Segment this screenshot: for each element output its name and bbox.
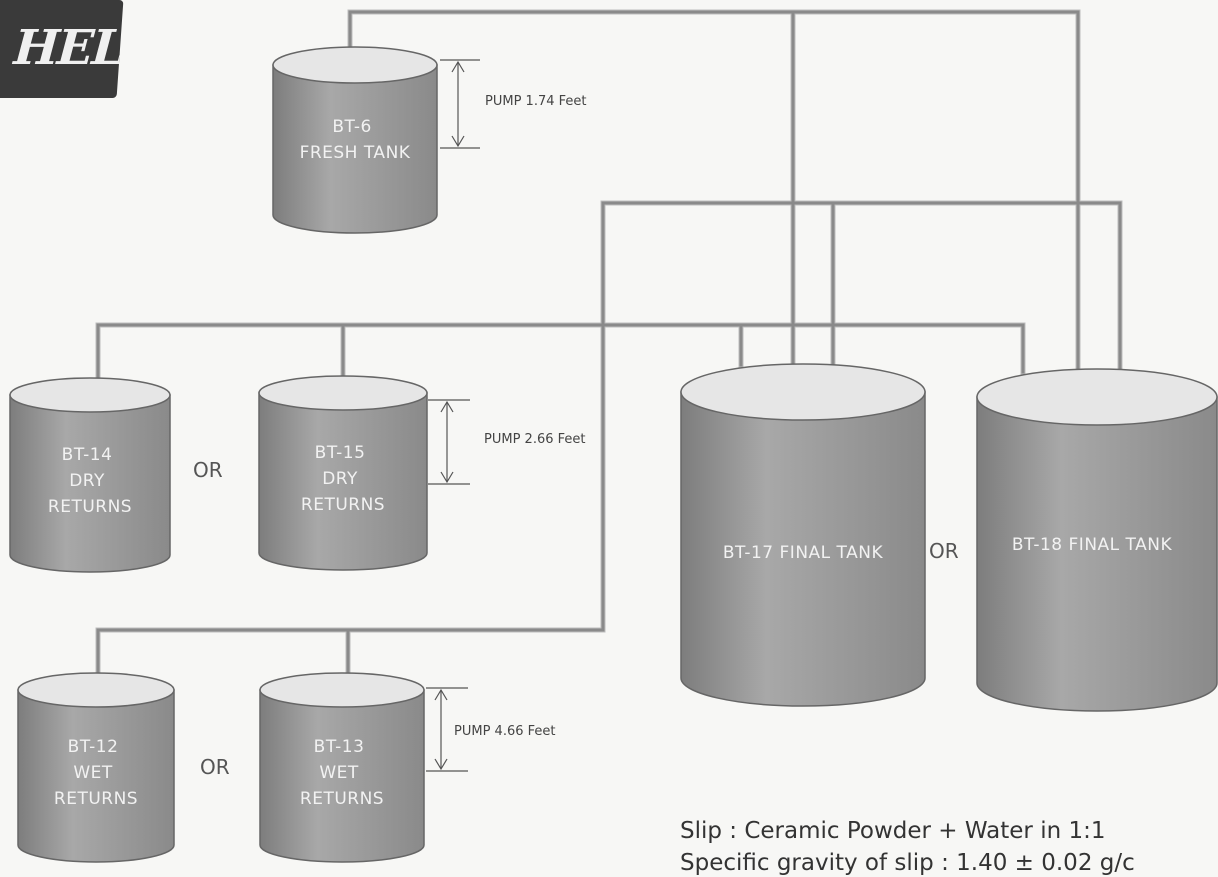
tank-bt-14: BT-14 DRY RETURNS <box>9 377 171 573</box>
or-label-final: OR <box>929 539 959 563</box>
pump-label-1: PUMP 1.74 Feet <box>485 94 586 109</box>
tank-bt-15: BT-15 DRY RETURNS PUMP 2.66 Feet <box>258 375 585 571</box>
tank-bt-12-line-1: BT-12 <box>68 737 119 757</box>
note-slip-composition: Slip : Ceramic Powder + Water in 1:1 <box>680 818 1106 844</box>
pump-marker-3 <box>426 687 468 772</box>
tank-bt-17: BT-17 FINAL TANK <box>680 363 926 707</box>
pipe-network <box>95 9 1123 688</box>
svg-text:BT-14 DRY RETURNS: BT-14 DRY RETURNS <box>48 445 132 517</box>
tank-bt-13-line-2: WET <box>319 763 359 783</box>
svg-text:BT-15 DRY RETURNS: BT-15 DRY RETURNS <box>301 443 385 515</box>
svg-text:BT-13 WET RETURNS: BT-13 WET RETURNS <box>300 737 384 809</box>
tank-bt-12-line-2: WET <box>73 763 113 783</box>
tank-bt-6-line-1: BT-6 <box>332 117 371 137</box>
tank-bt-14-line-1: BT-14 <box>62 445 113 465</box>
tank-bt-13-line-1: BT-13 <box>314 737 365 757</box>
tank-bt-12-line-3: RETURNS <box>54 789 138 809</box>
or-label-wet: OR <box>200 755 230 779</box>
pump-label-3: PUMP 4.66 Feet <box>454 724 555 739</box>
svg-text:BT-12 WET RETURNS: BT-12 WET RETURNS <box>54 737 138 809</box>
tank-bt-15-line-2: DRY <box>322 469 358 489</box>
tank-bt-14-line-3: RETURNS <box>48 497 132 517</box>
tank-bt-18: BT-18 FINAL TANK <box>976 368 1218 712</box>
pump-label-2: PUMP 2.66 Feet <box>484 432 585 447</box>
tank-bt-15-line-3: RETURNS <box>301 495 385 515</box>
or-label-dry: OR <box>193 458 223 482</box>
svg-text:BT-6 FRESH TANK: BT-6 FRESH TANK <box>300 117 411 163</box>
tank-bt-18-label: BT-18 FINAL TANK <box>1012 535 1173 555</box>
pump-marker-2 <box>428 399 470 485</box>
tank-bt-12: BT-12 WET RETURNS <box>17 672 175 863</box>
pump-marker-1 <box>440 59 480 149</box>
tank-bt-13: BT-13 WET RETURNS PUMP 4.66 Feet <box>259 672 555 863</box>
tank-bt-14-line-2: DRY <box>69 471 105 491</box>
tank-bt-6-line-2: FRESH TANK <box>300 143 411 163</box>
tank-bt-13-line-3: RETURNS <box>300 789 384 809</box>
note-specific-gravity: Specific gravity of slip : 1.40 ± 0.02 g… <box>680 850 1135 876</box>
tank-bt-17-label: BT-17 FINAL TANK <box>723 543 884 563</box>
tank-bt-6: BT-6 FRESH TANK PUMP 1.74 Feet <box>272 46 586 234</box>
tank-bt-15-line-1: BT-15 <box>315 443 366 463</box>
